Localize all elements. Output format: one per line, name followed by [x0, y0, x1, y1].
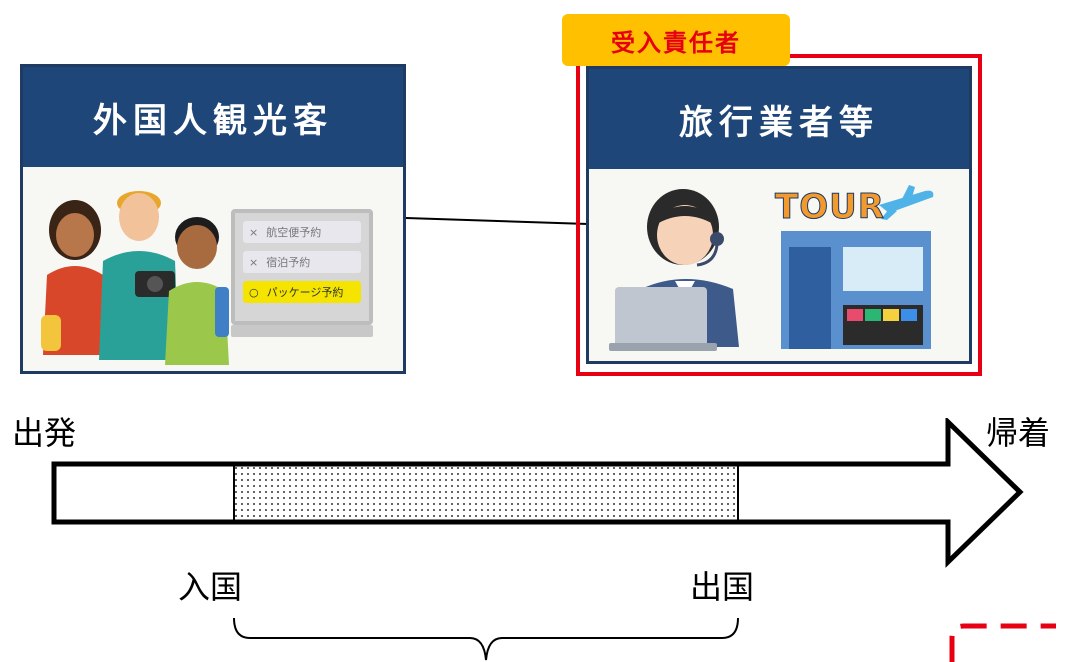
menu-mark: × [249, 225, 259, 239]
agency-title: 旅行業者等 [589, 69, 969, 169]
shop-front [781, 231, 931, 349]
tourists-group-icon [41, 191, 229, 365]
menu-item-hotel: × 宿泊予約 [243, 251, 361, 273]
shop-window [843, 247, 923, 291]
airplane-icon [879, 185, 934, 220]
in-country-period [233, 464, 739, 522]
tourists-illustration: × 航空便予約 × 宿泊予約 ○ パッケージ予約 [23, 167, 403, 371]
return-label: 帰着 [986, 414, 1051, 452]
responsible-party-badge: 受入責任者 [562, 14, 790, 66]
agency-illustration: TOUR [589, 169, 969, 361]
exit-label: 出国 [690, 568, 755, 606]
departure-label: 出発 [12, 414, 77, 452]
menu-item-flight: × 航空便予約 [243, 221, 361, 243]
menu-mark: ○ [249, 285, 259, 299]
connector-line [405, 217, 589, 225]
stay-period-brace [233, 617, 739, 661]
shop-door [789, 247, 831, 349]
booking-screen: × 航空便予約 × 宿泊予約 ○ パッケージ予約 [231, 209, 373, 337]
menu-text: 航空便予約 [266, 226, 322, 239]
tourists-title: 外国人観光客 [23, 67, 403, 167]
menu-text: パッケージ予約 [266, 286, 344, 299]
tourists-panel: 外国人観光客 × 航空便予約 [20, 64, 406, 374]
tour-sign: TOUR [775, 187, 885, 228]
dashed-frame-fragment [949, 623, 1056, 662]
menu-item-package: ○ パッケージ予約 [243, 281, 361, 303]
timeline-arrow [51, 418, 1024, 568]
menu-mark: × [249, 255, 259, 269]
operator-icon [609, 189, 739, 351]
screen-stand [231, 325, 373, 337]
menu-text: 宿泊予約 [266, 256, 311, 269]
agency-panel: 旅行業者等 TOUR [586, 66, 972, 364]
entry-label: 入国 [178, 568, 243, 606]
tour-shop: TOUR [775, 183, 939, 351]
shop-display [843, 305, 923, 345]
